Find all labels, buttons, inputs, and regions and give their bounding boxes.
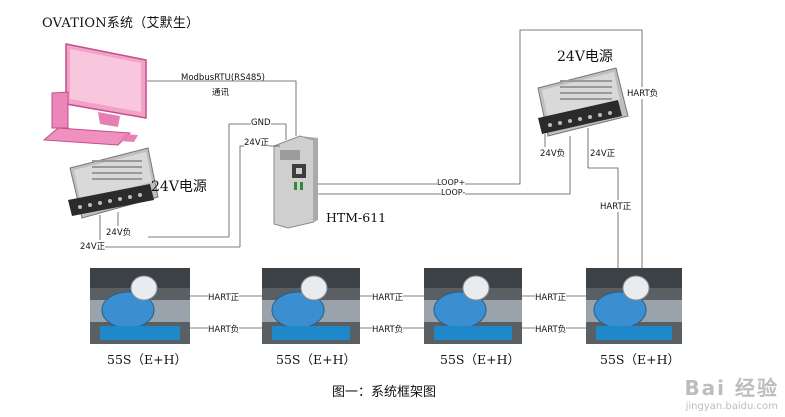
power-supply-left-icon xyxy=(68,147,159,219)
hart-neg-label-2: HART负 xyxy=(372,323,404,335)
hart-pos-label-2: HART正 xyxy=(372,291,404,303)
htm-611-device-icon xyxy=(273,135,318,229)
hart-pos-label-top: HART正 xyxy=(600,200,632,212)
loop-pos-label: LOOP+ xyxy=(437,178,466,187)
watermark-brand: Bai 经验 xyxy=(684,376,779,400)
comm-label: 通讯 xyxy=(212,88,230,98)
meter-2-label: 55S（E+H） xyxy=(276,352,356,367)
meter-3-photo xyxy=(424,268,522,344)
modbus-label: ModbusRTU(RS485) xyxy=(181,73,265,83)
v24-neg-label-left: 24V负 xyxy=(106,226,132,238)
meter-1-photo xyxy=(90,268,190,344)
wiring xyxy=(80,29,643,329)
psu-left-label: 24V电源 xyxy=(151,179,207,195)
v24-pos-label-left: 24V正 xyxy=(80,240,106,252)
hart-neg-label-top: HART负 xyxy=(627,87,659,99)
hart-neg-label-3: HART负 xyxy=(535,323,567,335)
htm-611-label: HTM-611 xyxy=(326,210,387,225)
power-supply-right-icon xyxy=(537,67,629,137)
watermark-url: jingyan.baidu.com xyxy=(685,401,778,412)
baidu-watermark: Bai 经验 jingyan.baidu.com xyxy=(684,372,779,412)
meter-2-photo xyxy=(262,268,360,344)
meter-1-label: 55S（E+H） xyxy=(107,352,187,367)
v24-pos-label-top: 24V正 xyxy=(244,136,270,148)
meter-3-label: 55S（E+H） xyxy=(440,352,520,367)
meter-4-photo xyxy=(586,268,682,344)
meter-4-label: 55S（E+H） xyxy=(600,352,680,367)
computer-icon xyxy=(42,43,147,146)
hart-neg-label-1: HART负 xyxy=(208,323,240,335)
system-title: OVATION系统（艾默生） xyxy=(42,16,200,31)
figure-caption: 图一：系统框架图 xyxy=(332,385,437,400)
loop-neg-label: LOOP- xyxy=(441,188,466,197)
hart-pos-label-3: HART正 xyxy=(535,291,567,303)
gnd-label: GND xyxy=(251,118,271,128)
psu-right-label: 24V电源 xyxy=(557,49,613,65)
v24-pos-label-right: 24V正 xyxy=(590,147,616,159)
hart-pos-label-1: HART正 xyxy=(208,291,240,303)
v24-neg-label-right: 24V负 xyxy=(540,147,566,159)
